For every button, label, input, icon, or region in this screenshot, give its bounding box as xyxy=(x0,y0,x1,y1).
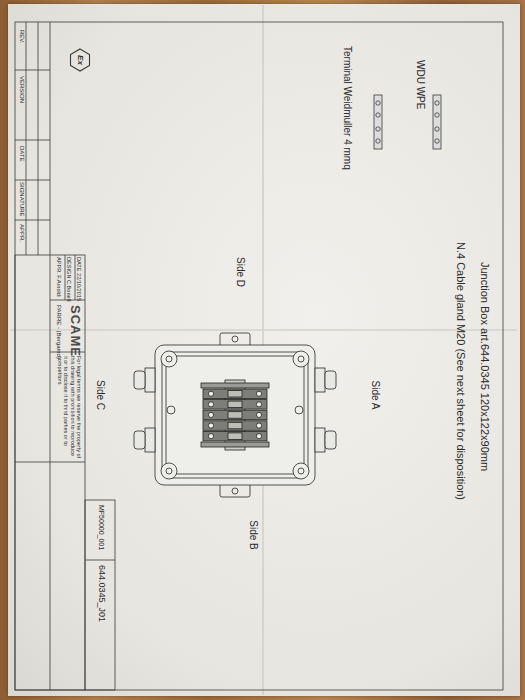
title-line xyxy=(15,220,50,221)
title-block-cell: 644.0345_J01 xyxy=(97,565,107,622)
title-block-cell: APPR. F.Arnoldi xyxy=(56,257,62,297)
drawing-stroke xyxy=(325,371,336,389)
drawing-stroke xyxy=(325,431,336,449)
drawing-stroke xyxy=(256,391,261,396)
drawing-stroke xyxy=(228,391,242,398)
terminal-block xyxy=(201,380,269,450)
drawing-stroke xyxy=(208,391,213,396)
fold-line xyxy=(10,329,517,331)
drawing-stroke xyxy=(161,463,177,479)
drawing-stroke xyxy=(433,95,441,149)
drawing-stroke xyxy=(10,5,517,695)
note-text: N.4 Cable gland M20 (See next sheet for … xyxy=(454,242,467,500)
title-block xyxy=(85,500,115,690)
drawing-stroke xyxy=(161,351,177,367)
title-block-cell: DESIGN C.Bonelli xyxy=(66,257,72,302)
drawing-stroke xyxy=(435,101,439,105)
title-line xyxy=(15,140,50,141)
terminal-icon xyxy=(374,95,441,149)
drawing-stroke xyxy=(376,101,380,105)
note-text: Terminal Weidmuller 4 mmq xyxy=(342,46,354,170)
title-block-cell: VERSION xyxy=(18,76,25,103)
drawing-stroke xyxy=(166,356,172,362)
title-block-cell: DATE xyxy=(18,146,25,162)
title-line xyxy=(15,462,85,463)
drawing-stroke xyxy=(256,434,261,439)
drawing-stroke xyxy=(203,421,267,431)
drawing-stroke xyxy=(228,412,242,419)
drawing-stroke xyxy=(298,356,304,362)
drawing-stroke xyxy=(201,383,269,388)
drawing-stroke xyxy=(232,488,238,494)
title-block-cell: DATE 22/10/2015 xyxy=(76,257,82,301)
drawing-stroke xyxy=(134,371,145,389)
drawing-stroke xyxy=(134,431,145,449)
title-block-cell: SCAME xyxy=(67,305,82,357)
drawing-stroke xyxy=(256,412,261,417)
drawing-stroke xyxy=(208,434,213,439)
drawing-stroke xyxy=(167,406,175,414)
title-block-cell: MF50000_001 xyxy=(97,505,105,550)
junction-box xyxy=(155,333,315,497)
side-label: Side A xyxy=(369,381,381,410)
title-block-cell: SIGNATURE xyxy=(18,182,25,217)
drawing-stroke xyxy=(203,410,267,420)
drawing-stroke xyxy=(225,380,245,450)
drawing-stroke xyxy=(376,113,380,117)
drawing-stroke xyxy=(295,406,303,414)
drawing-title: Junction Box art.644.0345 120x122x90mm xyxy=(478,262,491,471)
drawing-stroke xyxy=(256,402,261,407)
drawing-stroke xyxy=(208,402,213,407)
drawing-stroke xyxy=(315,368,325,392)
title-block-cell: APPR. xyxy=(18,224,25,242)
drawing-stroke xyxy=(203,400,267,410)
title-line xyxy=(15,180,50,181)
drawing-stroke xyxy=(256,423,261,428)
drawing-stroke xyxy=(232,336,238,342)
drawing-stroke xyxy=(145,368,155,392)
drawing-stroke xyxy=(166,468,172,474)
drawing-stroke xyxy=(435,113,439,117)
drawing-stroke xyxy=(293,463,309,479)
drawing-stroke xyxy=(208,423,213,428)
note-text: WDU WPE xyxy=(415,60,427,109)
title-block-cell: For legal terms we reserve the property … xyxy=(57,356,82,459)
side-label: Side C xyxy=(94,380,106,410)
title-block-cell: REV. xyxy=(18,30,25,43)
drawing-stroke xyxy=(376,127,380,131)
drawing-stroke xyxy=(228,433,242,440)
drawing-stroke xyxy=(203,431,267,441)
drawing-stroke xyxy=(228,422,242,429)
title-block-cell: PARRE - (Bergamo) xyxy=(55,305,62,359)
drawing-stroke xyxy=(201,442,269,447)
ex-hexagon xyxy=(71,49,90,71)
drawing-stroke xyxy=(203,389,267,399)
drawing-stroke xyxy=(162,352,308,478)
cable-gland xyxy=(134,368,336,452)
drawing-stroke xyxy=(435,127,439,131)
drawing-stroke xyxy=(145,428,155,452)
drawing-stroke xyxy=(208,412,213,417)
drawing-stroke xyxy=(435,139,439,143)
title-line xyxy=(50,22,51,690)
drawing-stroke xyxy=(374,95,382,149)
title-line xyxy=(75,255,76,300)
drawing-stroke xyxy=(376,139,380,143)
drawing-stroke xyxy=(298,468,304,474)
title-line xyxy=(65,255,66,300)
side-label: Side D xyxy=(234,257,246,287)
drawing-frame xyxy=(15,22,503,690)
drawing-stroke xyxy=(293,351,309,367)
ex-mark: Ex xyxy=(75,55,84,65)
title-line xyxy=(85,560,115,561)
drawing-stroke xyxy=(228,401,242,408)
drawing-stroke xyxy=(315,428,325,452)
title-line xyxy=(15,70,50,71)
drawing-stroke xyxy=(155,345,315,485)
drawing-stroke xyxy=(166,356,304,474)
side-label: Side B xyxy=(247,520,259,549)
title-block xyxy=(15,255,85,690)
